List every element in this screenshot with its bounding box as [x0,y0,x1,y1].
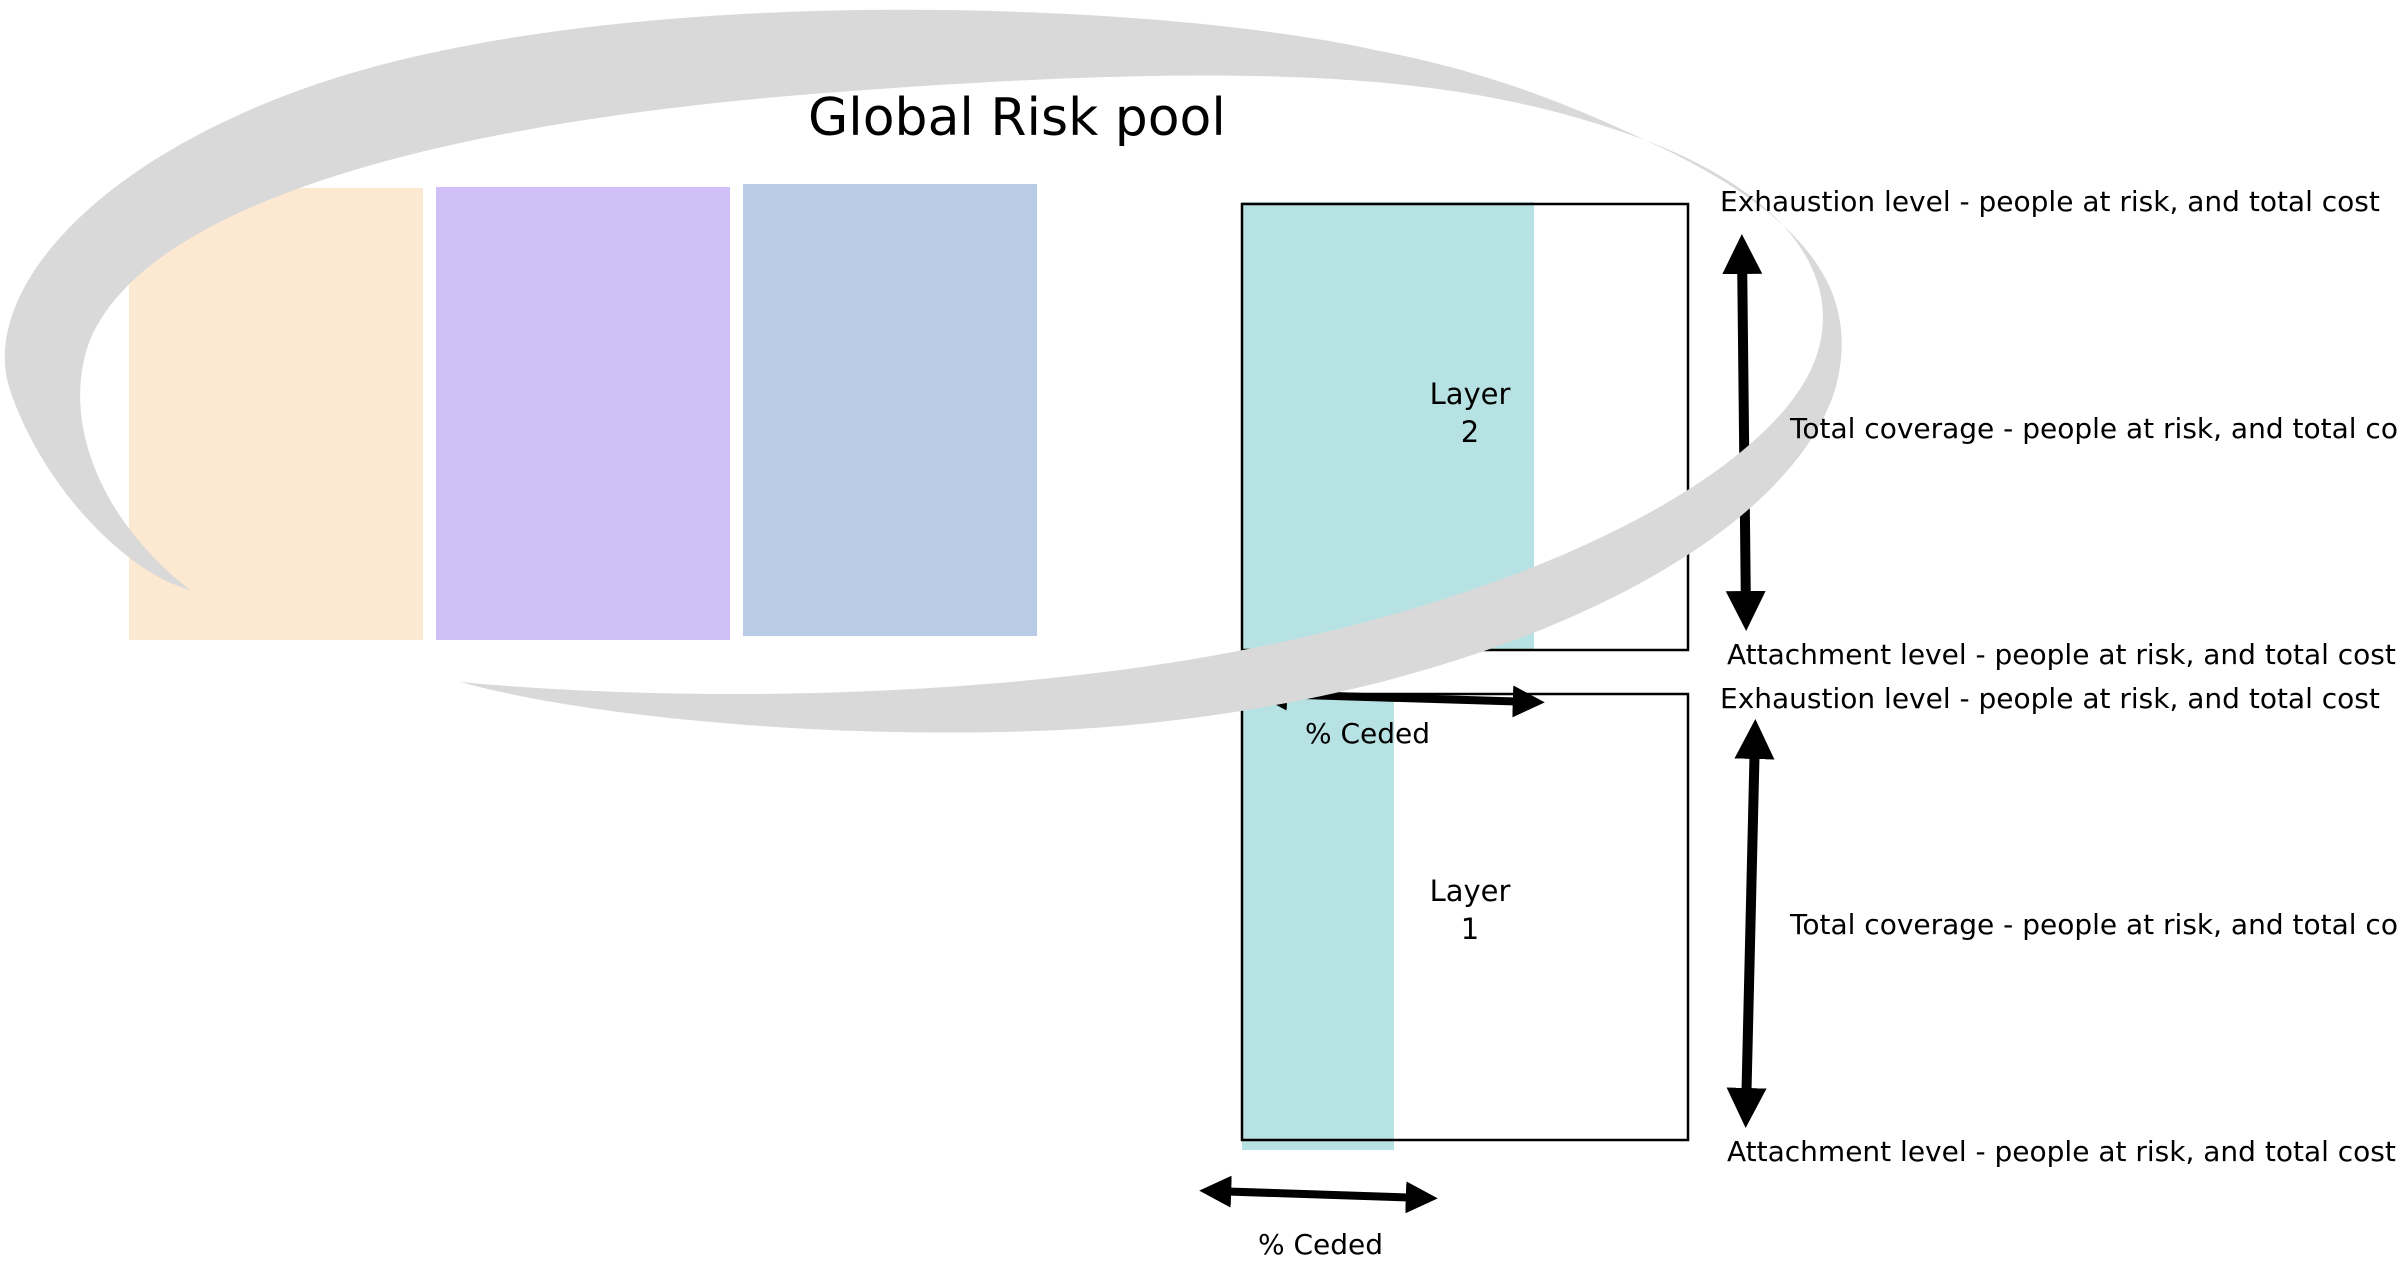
layer-1-ceded-fill [1242,694,1394,1150]
layer-1-label-line2: 1 [1460,912,1480,946]
layer-2-label: Layer 2 [1425,375,1515,451]
layer-2-ceded-fill [1242,202,1534,651]
layer-2-coverage-label: Total coverage - people at risk, and tot… [1790,412,2399,445]
layer-1-ceded-label: % Ceded [1258,1228,1384,1261]
layer-1-ceded-arrow [1199,1175,1438,1214]
pool-block-blue [743,184,1037,636]
layer-2-attachment-label: Attachment level - people at risk, and t… [1727,638,2396,671]
pool-block-purple [436,187,730,640]
layer-2-exhaustion-label: Exhaustion level - people at risk, and t… [1720,185,2380,218]
layer-2-ceded-label: % Ceded [1305,717,1431,750]
layer-1-attachment-label: Attachment level - people at risk, and t… [1727,1135,2396,1168]
layer-1-coverage-arrow [1726,719,1775,1128]
layer-2-label-line1: Layer [1429,377,1511,411]
layer-1-coverage-label: Total coverage - people at risk, and tot… [1790,908,2399,941]
layer-2-label-line2: 2 [1460,415,1480,449]
pool-block-orange [129,188,423,640]
layer-1-label-line1: Layer [1429,874,1511,908]
layer-1-label: Layer 1 [1425,872,1515,948]
layer-2-coverage-arrow [1722,234,1766,631]
pool-title: Global Risk pool [808,88,1226,148]
layer-1-exhaustion-label: Exhaustion level - people at risk, and t… [1720,682,2380,715]
